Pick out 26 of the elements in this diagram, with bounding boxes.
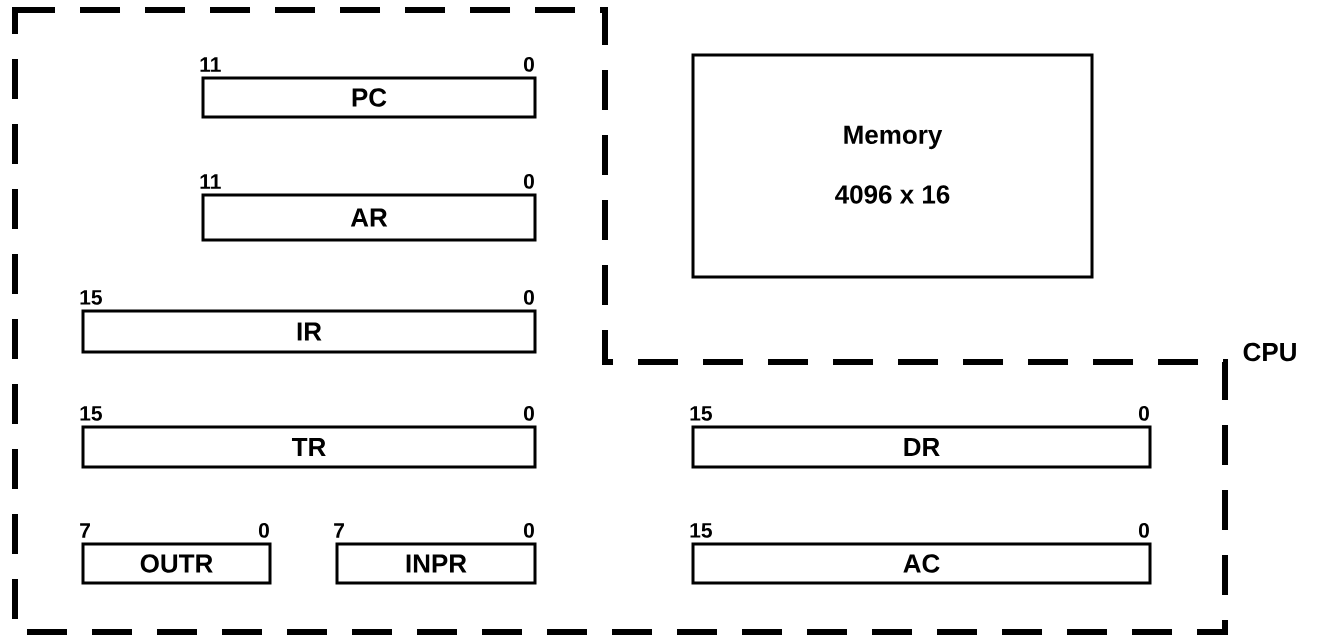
register-box: INPR [335,542,537,585]
bit-number: 7 [80,523,90,538]
bit-number: 0 [523,522,534,538]
memory-box: Memory 4096 x 16 [691,53,1094,279]
bit-number: 0 [523,173,534,189]
register-box: DR [691,425,1152,469]
register-box: TR [81,425,537,469]
register-box: AR [201,193,537,242]
register-box: AC [691,542,1152,585]
bit-number: 15 [690,523,712,538]
register-box: OUTR [81,542,272,585]
bit-number: 0 [1138,405,1149,421]
bit-number: 0 [523,405,534,421]
bit-number: 15 [690,406,712,421]
node-label: CPU [1243,342,1296,362]
bit-number: 0 [1138,522,1149,538]
bit-number: 0 [258,522,269,538]
bit-number: 11 [200,57,221,72]
register-box: IR [81,309,537,354]
register-box: PC [201,76,537,119]
bit-number: 15 [80,290,102,305]
bit-number: 7 [334,523,344,538]
bit-number: 15 [80,406,102,421]
bit-number: 0 [523,56,534,72]
bit-number: 11 [200,174,221,189]
bit-number: 0 [523,289,534,305]
